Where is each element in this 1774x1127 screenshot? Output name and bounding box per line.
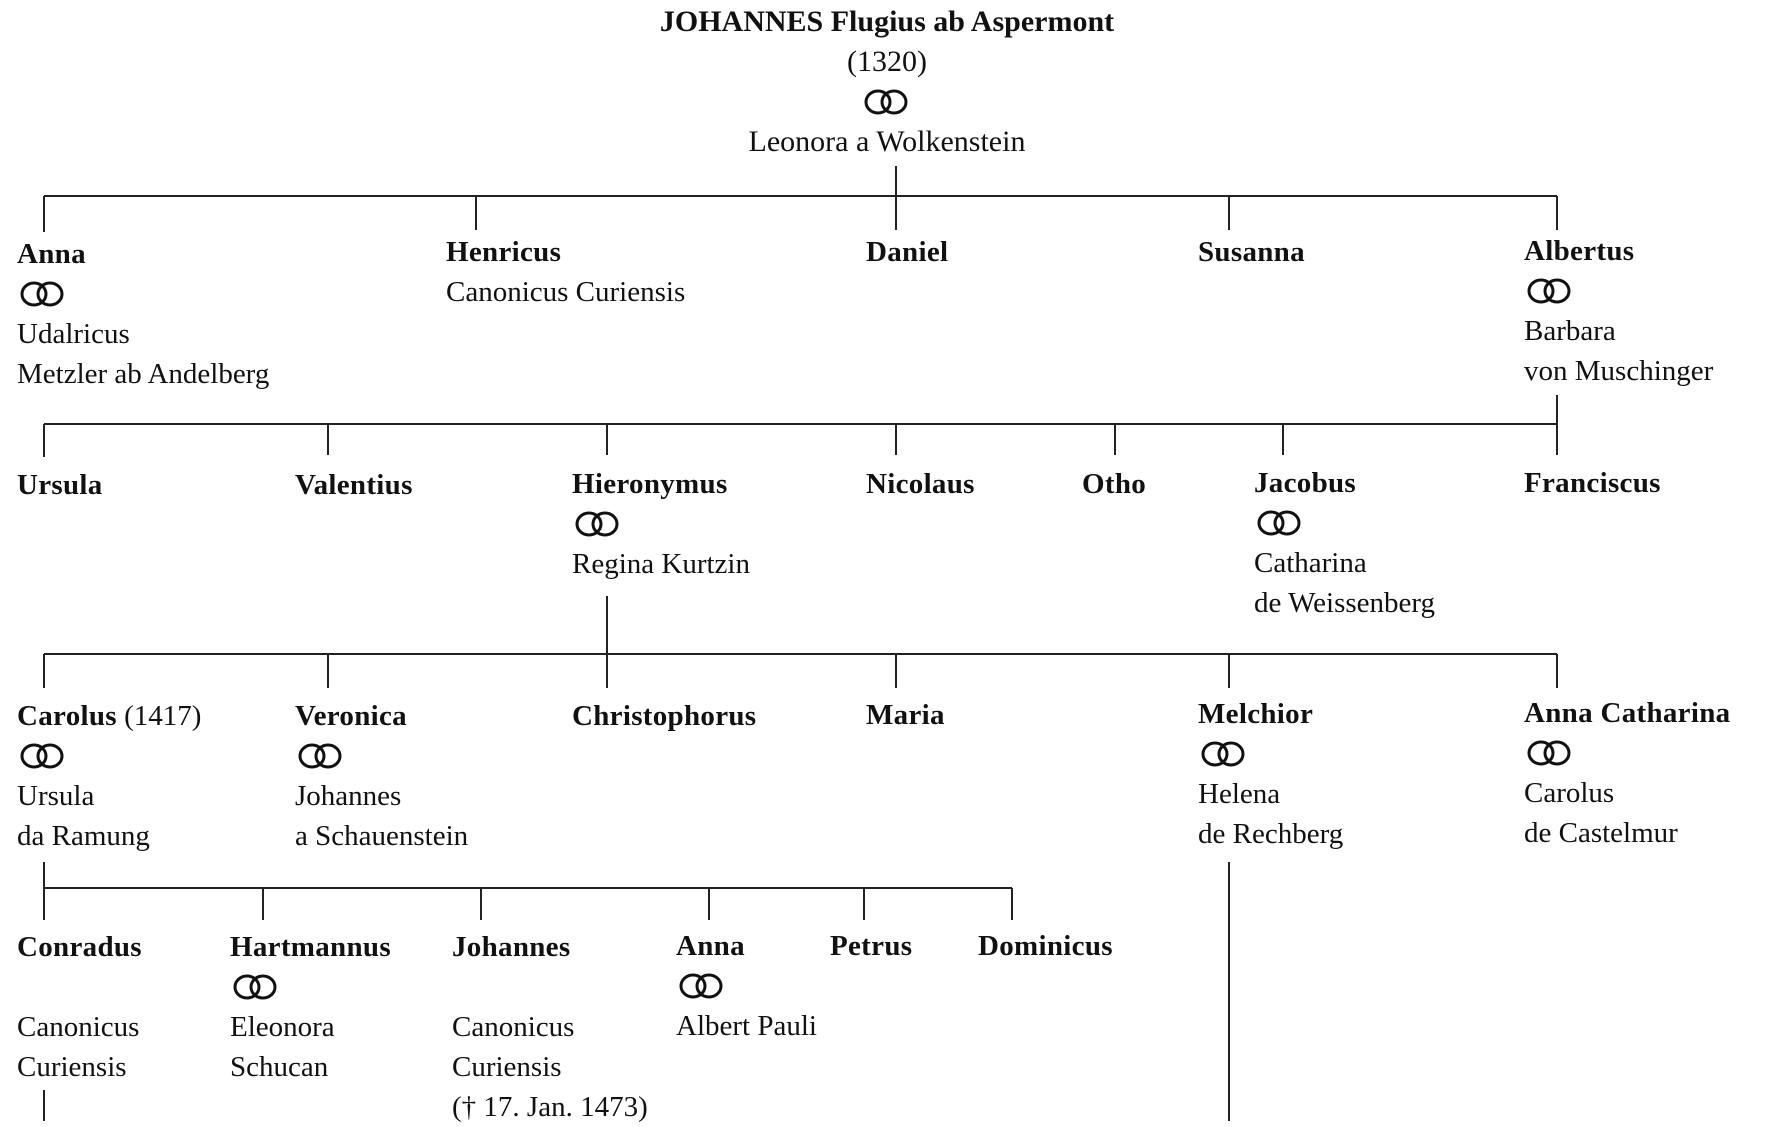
rings-icon xyxy=(676,966,728,1006)
rings-icon xyxy=(1198,734,1250,774)
person-name: Daniel xyxy=(866,236,949,268)
person-nicolaus: Nicolaus xyxy=(866,464,975,504)
person-jacobus: Jacobus Catharina de Weissenberg xyxy=(1254,463,1435,623)
rings-icon xyxy=(230,967,282,1007)
rings-icon xyxy=(17,736,69,776)
person-name: Anna xyxy=(17,238,86,270)
spouse-name: Ursula xyxy=(17,780,95,812)
person-note: Curiensis xyxy=(17,1051,127,1083)
person-name: Nicolaus xyxy=(866,468,975,500)
person-note: Canonicus xyxy=(452,1011,575,1043)
person-carolus: Carolus (1417) Ursula da Ramung xyxy=(17,696,201,856)
person-name: Susanna xyxy=(1198,236,1305,268)
spouse-name: Eleonora xyxy=(230,1011,335,1043)
spouse-name: de Rechberg xyxy=(1198,818,1344,850)
root-spouse: Leonora a Wolkenstein xyxy=(748,125,1026,158)
person-name: Hieronymus xyxy=(572,468,728,500)
spouse-name: de Weissenberg xyxy=(1254,587,1436,619)
person-albertus: Albertus Barbara von Muschinger xyxy=(1524,231,1713,391)
spouse-name: Barbara xyxy=(1524,315,1616,347)
person-christophorus: Christophorus xyxy=(572,696,756,736)
root-person: JOHANNES Flugius ab Aspermont (1320) Leo… xyxy=(0,2,1774,162)
rings-icon xyxy=(17,274,69,314)
person-franciscus: Franciscus xyxy=(1524,463,1661,503)
person-note: Curiensis xyxy=(452,1051,562,1083)
rings-icon xyxy=(572,504,624,544)
person-name: Maria xyxy=(866,699,945,731)
spouse-name: von Muschinger xyxy=(1524,355,1714,387)
person-hartmannus: Hartmannus Eleonora Schucan xyxy=(230,927,391,1087)
person-johannes-gen4: Johannes Canonicus Curiensis († 17. Jan.… xyxy=(452,927,648,1127)
rings-icon xyxy=(295,736,347,776)
person-maria: Maria xyxy=(866,695,945,735)
person-dominicus: Dominicus xyxy=(978,926,1113,966)
person-name: Melchior xyxy=(1198,698,1314,730)
root-name: JOHANNES Flugius ab Aspermont xyxy=(659,5,1115,38)
person-daniel: Daniel xyxy=(866,232,948,272)
root-year: (1320) xyxy=(847,45,927,78)
person-henricus: Henricus Canonicus Curiensis xyxy=(446,232,685,312)
person-otho: Otho xyxy=(1082,464,1146,504)
person-note: Canonicus Curiensis xyxy=(446,276,686,308)
spouse-name: Regina Kurtzin xyxy=(572,548,750,580)
person-name: Albertus xyxy=(1524,235,1635,267)
person-name: Franciscus xyxy=(1524,467,1661,499)
person-anna-gen4: Anna Albert Pauli xyxy=(676,926,817,1046)
person-name: Christophorus xyxy=(572,700,757,732)
person-anna-catharina: Anna Catharina Carolus de Castelmur xyxy=(1524,693,1730,853)
person-name: Ursula xyxy=(17,469,103,501)
person-name: Carolus xyxy=(17,700,117,732)
person-name: Jacobus xyxy=(1254,467,1357,499)
person-name: Veronica xyxy=(295,700,407,732)
person-name: Otho xyxy=(1082,468,1147,500)
person-valentius: Valentius xyxy=(295,465,413,505)
person-name: Petrus xyxy=(830,930,913,962)
rings-icon xyxy=(1254,503,1306,543)
person-year: (1417) xyxy=(124,700,202,732)
person-name: Johannes xyxy=(452,931,571,963)
person-conradus: Conradus Canonicus Curiensis xyxy=(17,927,142,1087)
person-name: Henricus xyxy=(446,236,562,268)
person-name: Anna xyxy=(676,930,745,962)
spouse-name: a Schauenstein xyxy=(295,820,469,852)
person-name: Valentius xyxy=(295,469,413,501)
rings-icon xyxy=(1524,271,1576,311)
spouse-name: Carolus xyxy=(1524,777,1615,809)
person-note: († 17. Jan. 1473) xyxy=(452,1091,648,1123)
person-melchior: Melchior Helena de Rechberg xyxy=(1198,694,1343,854)
person-note: Canonicus xyxy=(17,1011,140,1043)
rings-icon xyxy=(1524,733,1576,773)
spouse-name: Schucan xyxy=(230,1051,329,1083)
spouse-name: Albert Pauli xyxy=(676,1010,817,1042)
person-veronica: Veronica Johannes a Schauenstein xyxy=(295,696,468,856)
spouse-name: Udalricus xyxy=(17,318,130,350)
person-name: Conradus xyxy=(17,931,142,963)
person-susanna: Susanna xyxy=(1198,232,1305,272)
spouse-name: Johannes xyxy=(295,780,402,812)
spouse-name: de Castelmur xyxy=(1524,817,1678,849)
person-petrus: Petrus xyxy=(830,926,912,966)
person-hieronymus: Hieronymus Regina Kurtzin xyxy=(572,464,750,584)
spouse-name: Metzler ab Andelberg xyxy=(17,358,270,390)
person-ursula-gen2: Ursula xyxy=(17,465,103,505)
spouse-name: Helena xyxy=(1198,778,1281,810)
person-anna-gen1: Anna Udalricus Metzler ab Andelberg xyxy=(17,234,269,394)
person-name: Anna Catharina xyxy=(1524,697,1731,729)
person-name: Dominicus xyxy=(978,930,1113,962)
person-name: Hartmannus xyxy=(230,931,391,963)
spouse-name: da Ramung xyxy=(17,820,150,852)
rings-icon xyxy=(861,82,913,122)
spouse-name: Catharina xyxy=(1254,547,1367,579)
